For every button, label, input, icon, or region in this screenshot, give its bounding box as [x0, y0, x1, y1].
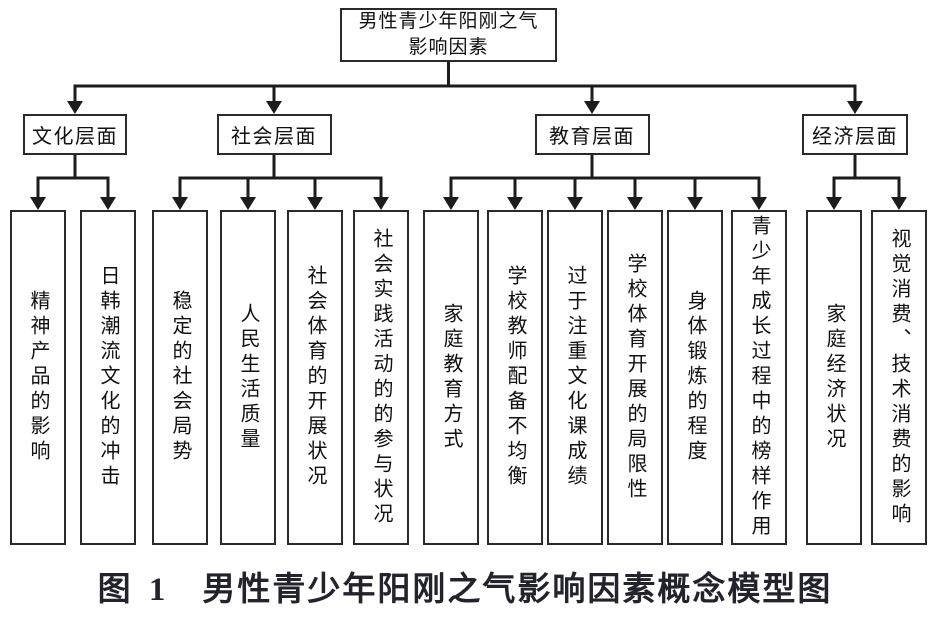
root-node: 男性青少年阳刚之气 影响因素 [340, 8, 557, 62]
leaf-node-label: 家庭经济状况 [823, 302, 845, 453]
leaf-node-label: 青少年成长过程中的榜样作用 [748, 215, 770, 540]
leaf-node-label: 过于注重文化课成绩 [564, 265, 586, 490]
leaf-node-label: 社会实践活动的的参与状况 [370, 227, 392, 528]
leaf-node-society-1: 稳定的社会局势 [152, 210, 208, 545]
leaf-node-culture-1: 精神产品的影响 [10, 210, 66, 545]
leaf-node-society-2: 人民生活质量 [220, 210, 276, 545]
leaf-node-education-1: 家庭教育方式 [423, 210, 479, 545]
leaf-node-society-4: 社会实践活动的的参与状况 [353, 210, 409, 545]
leaf-node-label: 身体锻炼的程度 [684, 290, 706, 465]
leaf-node-education-5: 身体锻炼的程度 [667, 210, 723, 545]
leaf-node-education-6: 青少年成长过程中的榜样作用 [731, 210, 787, 545]
group-node-label: 经济层面 [812, 126, 898, 148]
leaf-node-label: 学校教师配备不均衡 [504, 265, 526, 490]
figure-caption-number: 图 1 [97, 572, 171, 608]
group-node-label: 文化层面 [32, 126, 118, 148]
leaf-node-education-3: 过于注重文化课成绩 [547, 210, 603, 545]
leaf-node-label: 学校体育开展的局限性 [624, 252, 646, 503]
group-node-culture: 文化层面 [23, 114, 127, 155]
leaf-node-culture-2: 日韩潮流文化的冲击 [80, 210, 136, 545]
leaf-node-education-4: 学校体育开展的局限性 [607, 210, 663, 545]
group-node-economy: 经济层面 [802, 114, 908, 155]
leaf-node-society-3: 社会体育的开展状况 [287, 210, 343, 545]
group-node-label: 社会层面 [231, 126, 317, 148]
root-node-label-line1: 男性青少年阳刚之气 [358, 11, 539, 33]
leaf-node-label: 稳定的社会局势 [169, 290, 191, 465]
group-node-society: 社会层面 [216, 114, 332, 155]
root-node-label-line2: 影响因素 [408, 37, 489, 58]
leaf-node-label: 日韩潮流文化的冲击 [97, 265, 119, 490]
leaf-node-economy-2: 视觉消费、技术消费的影响 [871, 210, 927, 545]
figure-caption: 图 1 男性青少年阳刚之气影响因素概念模型图 [0, 562, 930, 610]
leaf-node-label: 人民生活质量 [237, 302, 259, 453]
group-node-education: 教育层面 [534, 114, 650, 155]
figure-caption-title: 男性青少年阳刚之气影响因素概念模型图 [202, 572, 833, 608]
leaf-node-label: 精神产品的影响 [27, 290, 49, 465]
leaf-node-label: 视觉消费、技术消费的影响 [888, 227, 910, 528]
leaf-node-label: 社会体育的开展状况 [304, 265, 326, 490]
leaf-node-label: 家庭教育方式 [440, 302, 462, 453]
group-node-label: 教育层面 [549, 126, 635, 148]
leaf-node-economy-1: 家庭经济状况 [806, 210, 862, 545]
leaf-node-education-2: 学校教师配备不均衡 [487, 210, 543, 545]
